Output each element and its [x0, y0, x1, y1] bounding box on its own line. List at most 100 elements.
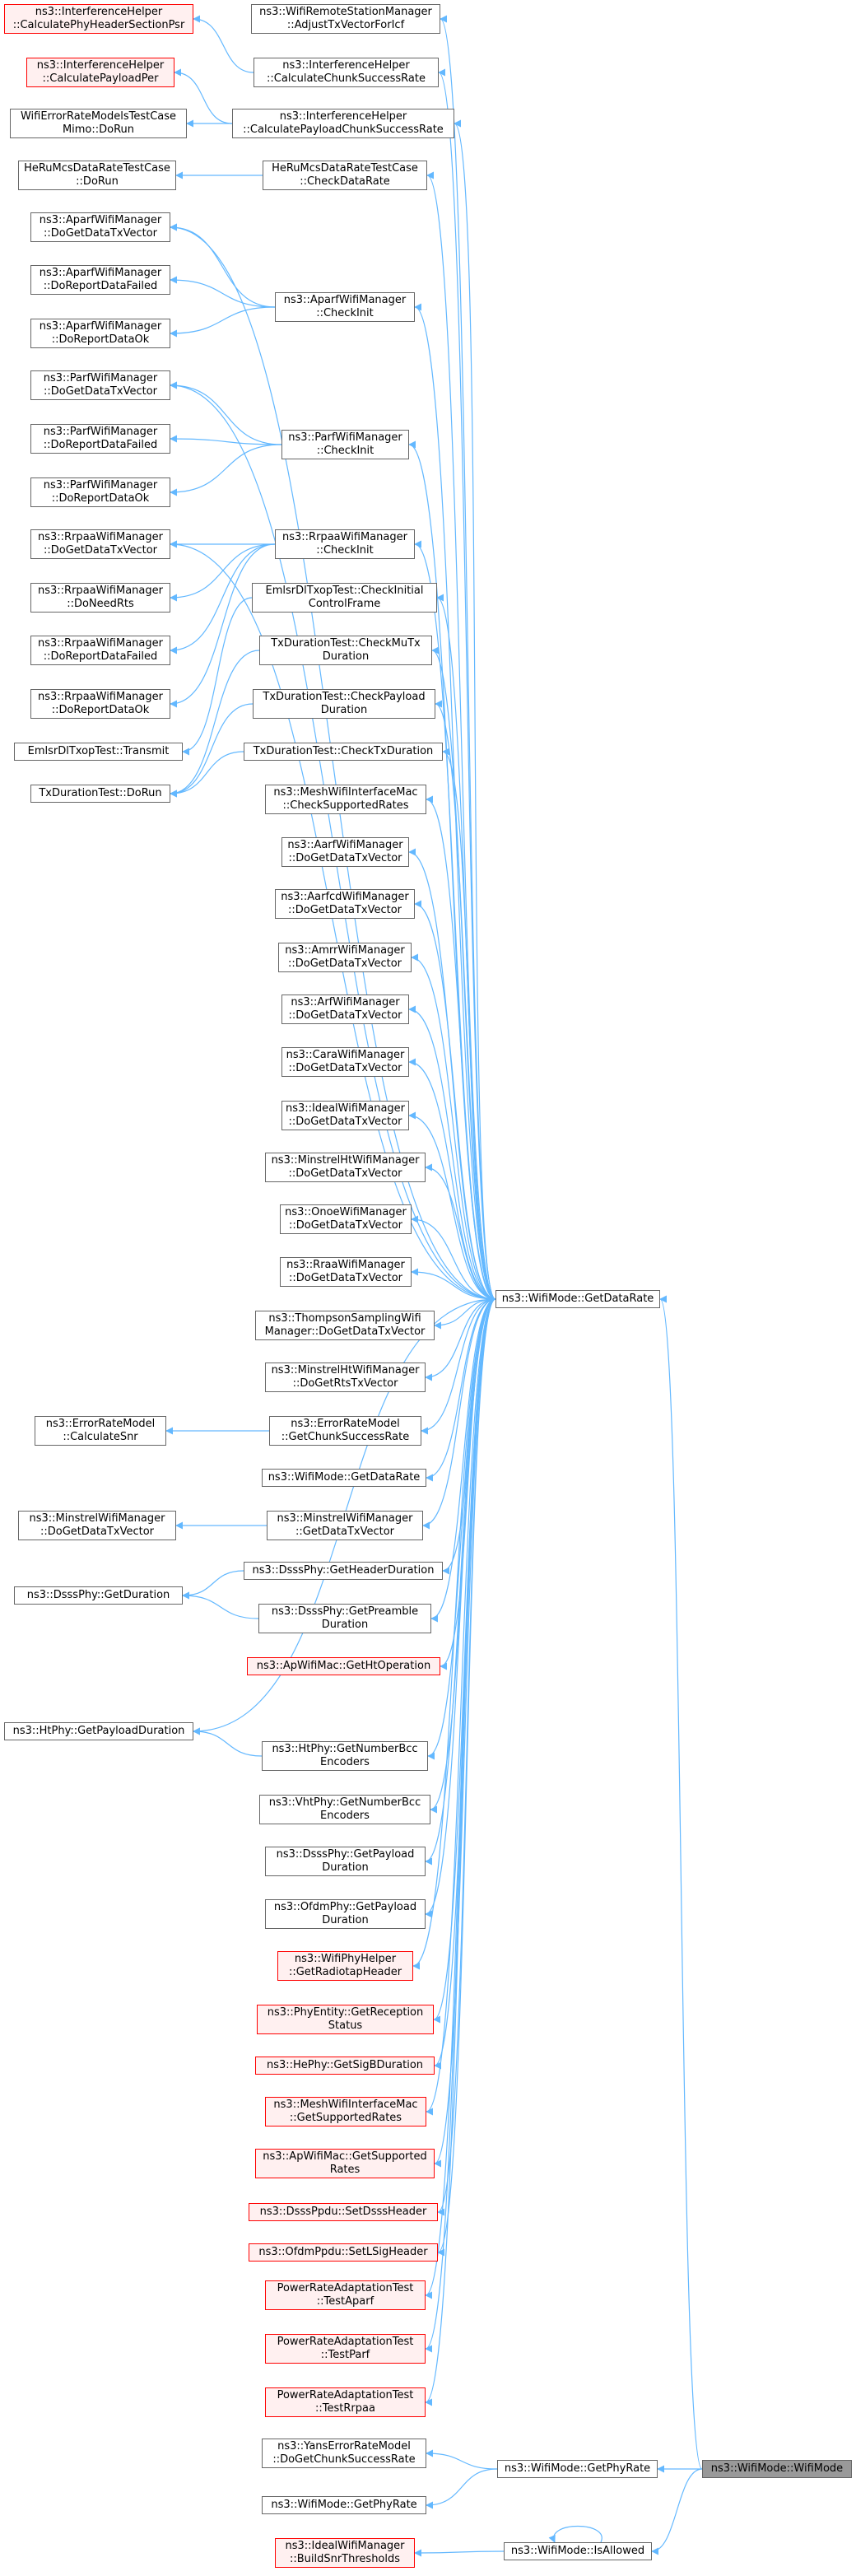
- node-arf-wifi-manager-do-get-data-tx-vector[interactable]: ns3::ArfWifiManager::DoGetDataTxVector: [281, 995, 409, 1024]
- node-label-line: ns3::PhyEntity::GetReception: [267, 2006, 424, 2019]
- call-edge: [170, 435, 282, 445]
- node-label-line: ns3::VhtPhy::GetNumberBcc: [268, 1796, 421, 1809]
- node-rrpaa-wifi-manager-do-report-data-failed[interactable]: ns3::RrpaaWifiManager::DoReportDataFaile…: [30, 636, 170, 665]
- node-ht-phy-get-payload-duration[interactable]: ns3::HtPhy::GetPayloadDuration: [4, 1722, 193, 1740]
- node-label-line: Duration: [320, 704, 368, 716]
- node-rraa-wifi-manager-do-get-data-tx-vector[interactable]: ns3::RraaWifiManager::DoGetDataTxVector: [280, 1257, 412, 1287]
- node-power-rate-adaptation-test-test-parf[interactable]: PowerRateAdaptationTest::TestParf: [265, 2334, 426, 2364]
- node-interference-helper-calculate-phy-header-section-psr[interactable]: ns3::InterferenceHelper::CalculatePhyHea…: [4, 4, 193, 34]
- node-wifi-mode-is-allowed[interactable]: ns3::WifiMode::IsAllowed: [504, 2542, 652, 2560]
- call-edge: [408, 1058, 496, 1300]
- node-ap-wifi-mac-get-ht-operation[interactable]: ns3::ApWifiMac::GetHtOperation: [247, 1657, 440, 1675]
- node-label-line: ns3::MinstrelWifiManager: [277, 1512, 413, 1525]
- call-edge: [425, 1163, 496, 1300]
- node-label-line: TxDurationTest::CheckTxDuration: [253, 745, 434, 757]
- node-label-line: ns3::AparfWifiManager: [39, 214, 162, 226]
- node-rrpaa-wifi-manager-do-report-data-ok[interactable]: ns3::RrpaaWifiManager::DoReportDataOk: [30, 689, 170, 719]
- node-cara-wifi-manager-do-get-data-tx-vector[interactable]: ns3::CaraWifiManager::DoGetDataTxVector: [281, 1047, 409, 1077]
- node-mesh-wifi-interface-mac-get-supported-rates[interactable]: ns3::MeshWifiInterfaceMac::GetSupportedR…: [265, 2097, 426, 2126]
- node-tx-duration-test-check-tx-duration[interactable]: TxDurationTest::CheckTxDuration: [244, 743, 443, 761]
- node-minstrel-wifi-manager-do-get-data-tx-vector[interactable]: ns3::MinstrelWifiManager::DoGetDataTxVec…: [18, 1511, 176, 1540]
- node-label-line: Status: [328, 2019, 363, 2032]
- node-label-line: ns3::WifiMode::GetPhyRate: [504, 2462, 651, 2475]
- node-wifi-mode-get-phy-rate-main[interactable]: ns3::WifiMode::GetPhyRate: [497, 2460, 658, 2478]
- node-yans-error-rate-model-do-get-chunk-success-rate[interactable]: ns3::YansErrorRateModel::DoGetChunkSucce…: [262, 2439, 426, 2468]
- node-ideal-wifi-manager-do-get-data-tx-vector[interactable]: ns3::IdealWifiManager::DoGetDataTxVector: [281, 1101, 409, 1130]
- node-interference-helper-calculate-payload-chunk-success-rate[interactable]: ns3::InterferenceHelper::CalculatePayloa…: [232, 109, 454, 138]
- node-dsss-phy-get-header-duration[interactable]: ns3::DsssPhy::GetHeaderDuration: [244, 1562, 443, 1580]
- node-minstrel-ht-wifi-manager-do-get-data-tx-vector[interactable]: ns3::MinstrelHtWifiManager::DoGetDataTxV…: [265, 1153, 426, 1182]
- node-aarfcd-wifi-manager-do-get-data-tx-vector[interactable]: ns3::AarfcdWifiManager::DoGetDataTxVecto…: [275, 889, 415, 919]
- node-label-line: ns3::MinstrelHtWifiManager: [271, 1154, 420, 1167]
- node-parf-wifi-manager-do-get-data-tx-vector[interactable]: ns3::ParfWifiManager::DoGetDataTxVector: [30, 370, 170, 400]
- node-emlsr-dl-txop-test-transmit[interactable]: EmlsrDlTxopTest::Transmit: [14, 743, 183, 761]
- node-wifi-mode-get-data-rate-overload[interactable]: ns3::WifiMode::GetDataRate: [262, 1469, 426, 1487]
- call-edge: [437, 1298, 496, 2257]
- node-label-line: HeRuMcsDataRateTestCase: [24, 162, 170, 175]
- node-label-line: ns3::InterferenceHelper: [35, 6, 163, 18]
- node-wifi-mode-get-phy-rate-overload[interactable]: ns3::WifiMode::GetPhyRate: [262, 2496, 426, 2514]
- node-wifi-phy-helper-get-radiotap-header[interactable]: ns3::WifiPhyHelper::GetRadiotapHeader: [277, 1951, 413, 1981]
- node-interference-helper-calculate-payload-per[interactable]: ns3::InterferenceHelper::CalculatePayloa…: [26, 58, 174, 87]
- node-aarf-wifi-manager-do-get-data-tx-vector[interactable]: ns3::AarfWifiManager::DoGetDataTxVector: [281, 837, 409, 867]
- node-aparf-wifi-manager-do-report-data-ok[interactable]: ns3::AparfWifiManager::DoReportDataOk: [30, 319, 170, 348]
- node-aparf-wifi-manager-do-get-data-tx-vector[interactable]: ns3::AparfWifiManager::DoGetDataTxVector: [30, 212, 170, 242]
- node-herumcs-data-rate-test-case-do-run[interactable]: HeRuMcsDataRateTestCase::DoRun: [18, 161, 176, 190]
- node-label-line: ns3::ParfWifiManager: [43, 426, 158, 438]
- node-he-phy-get-sig-b-duration[interactable]: ns3::HePhy::GetSigBDuration: [255, 2057, 435, 2075]
- node-label-line: ns3::CaraWifiManager: [286, 1049, 405, 1061]
- node-ideal-wifi-manager-build-snr-thresholds[interactable]: ns3::IdealWifiManager::BuildSnrThreshold…: [275, 2538, 415, 2568]
- node-onoe-wifi-manager-do-get-data-tx-vector[interactable]: ns3::OnoeWifiManager::DoGetDataTxVector: [280, 1204, 412, 1234]
- node-label-line: ns3::ErrorRateModel: [291, 1418, 400, 1430]
- node-label-line: ns3::ApWifiMac::GetHtOperation: [256, 1660, 431, 1672]
- node-wifi-remote-station-manager-adjust-tx-vector-for-icf[interactable]: ns3::WifiRemoteStationManager::AdjustTxV…: [251, 4, 440, 34]
- node-label-line: ns3::RrpaaWifiManager: [38, 531, 163, 543]
- call-edge: [170, 650, 260, 798]
- node-minstrel-wifi-manager-get-data-tx-vector[interactable]: ns3::MinstrelWifiManager::GetDataTxVecto…: [267, 1511, 423, 1540]
- node-rrpaa-wifi-manager-do-get-data-tx-vector[interactable]: ns3::RrpaaWifiManager::DoGetDataTxVector: [30, 529, 170, 559]
- call-edge: [425, 1298, 496, 1866]
- node-rrpaa-wifi-manager-check-init[interactable]: ns3::RrpaaWifiManager::CheckInit: [275, 529, 415, 559]
- call-edge: [426, 2449, 498, 2470]
- call-edge: [170, 543, 276, 602]
- node-ofdm-ppdu-set-lsig-header[interactable]: ns3::OfdmPpdu::SetLSigHeader: [249, 2243, 438, 2262]
- node-parf-wifi-manager-do-report-data-failed[interactable]: ns3::ParfWifiManager::DoReportDataFailed: [30, 424, 170, 454]
- node-error-rate-model-get-chunk-success-rate[interactable]: ns3::ErrorRateModel::GetChunkSuccessRate: [269, 1416, 421, 1446]
- node-minstrel-ht-wifi-manager-do-get-rts-tx-vector[interactable]: ns3::MinstrelHtWifiManager::DoGetRtsTxVe…: [265, 1363, 426, 1392]
- node-tx-duration-test-do-run[interactable]: TxDurationTest::DoRun: [30, 785, 170, 803]
- node-label-line: ns3::MeshWifiInterfaceMac: [273, 786, 418, 799]
- node-label-line: ns3::ParfWifiManager: [43, 372, 158, 384]
- node-interference-helper-calculate-chunk-success-rate[interactable]: ns3::InterferenceHelper::CalculateChunkS…: [254, 58, 439, 87]
- node-mesh-wifi-interface-mac-check-supported-rates[interactable]: ns3::MeshWifiInterfaceMac::CheckSupporte…: [265, 785, 426, 814]
- node-label-line: ns3::RrpaaWifiManager: [282, 531, 407, 543]
- node-error-rate-model-calculate-snr[interactable]: ns3::ErrorRateModel::CalculateSnr: [35, 1416, 166, 1446]
- node-wifi-mode-get-data-rate-main[interactable]: ns3::WifiMode::GetDataRate: [495, 1290, 660, 1308]
- node-parf-wifi-manager-check-init[interactable]: ns3::ParfWifiManager::CheckInit: [281, 430, 409, 459]
- node-label-line: ::CalculatePhyHeaderSectionPsr: [12, 19, 185, 31]
- node-label-line: ::DoGetDataTxVector: [288, 852, 402, 864]
- node-power-rate-adaptation-test-test-rrpaa[interactable]: PowerRateAdaptationTest::TestRrpaa: [265, 2387, 426, 2417]
- node-rrpaa-wifi-manager-do-need-rts[interactable]: ns3::RrpaaWifiManager::DoNeedRts: [30, 583, 170, 613]
- node-aparf-wifi-manager-do-report-data-failed[interactable]: ns3::AparfWifiManager::DoReportDataFaile…: [30, 265, 170, 295]
- node-label-line: PowerRateAdaptationTest: [277, 2389, 414, 2401]
- node-parf-wifi-manager-do-report-data-ok[interactable]: ns3::ParfWifiManager::DoReportDataOk: [30, 477, 170, 507]
- node-dsss-ppdu-set-dsss-header[interactable]: ns3::DsssPpdu::SetDsssHeader: [249, 2203, 438, 2221]
- node-dsss-phy-get-duration[interactable]: ns3::DsssPhy::GetDuration: [14, 1586, 183, 1605]
- node-power-rate-adaptation-test-test-aparf[interactable]: PowerRateAdaptationTest::TestAparf: [265, 2280, 426, 2310]
- node-label-line: ns3::YansErrorRateModel: [277, 2440, 411, 2453]
- node-aparf-wifi-manager-check-init[interactable]: ns3::AparfWifiManager::CheckInit: [275, 292, 415, 322]
- node-amrr-wifi-manager-do-get-data-tx-vector[interactable]: ns3::AmrrWifiManager::DoGetDataTxVector: [278, 943, 412, 972]
- node-herumcs-data-rate-test-case-check-data-rate[interactable]: HeRuMcsDataRateTestCase::CheckDataRate: [263, 161, 427, 190]
